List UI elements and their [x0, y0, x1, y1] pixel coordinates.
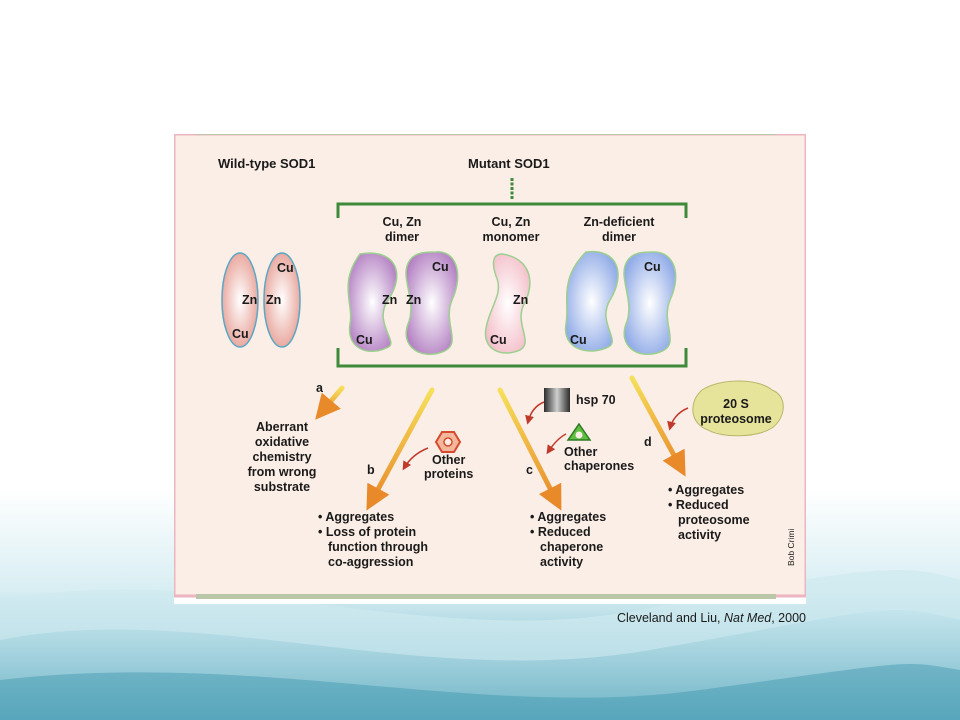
- cuzn-dimer-title-1: Cu, Zn: [383, 215, 422, 229]
- svg-text:activity: activity: [540, 555, 583, 569]
- arrow-a: [315, 385, 345, 420]
- cuzn-monomer: Zn Cu: [484, 253, 531, 354]
- proteosome-label-1: 20 S: [723, 397, 749, 411]
- svg-text:oxidative: oxidative: [255, 435, 309, 449]
- wt-zn-right: Zn: [266, 293, 281, 307]
- zndef-cu-bottom: Cu: [570, 333, 587, 347]
- panel-bottom-bar: [196, 594, 776, 599]
- sod1-diagram: Wild-type SOD1 Mutant SOD1 Cu, Zn dimer …: [174, 134, 806, 599]
- wt-zn-left: Zn: [242, 293, 257, 307]
- citation: Cleveland and Liu, Nat Med, 2000: [560, 611, 806, 625]
- svg-text:chaperone: chaperone: [540, 540, 603, 554]
- mutant-heading: Mutant SOD1: [468, 156, 550, 171]
- pathway-a-outcome: Aberrant oxidative chemistry from wrong …: [248, 420, 317, 494]
- pathway-arrows: [315, 375, 686, 511]
- artist-credit: Bob Crimi: [786, 529, 796, 566]
- proteosome-label-2: proteosome: [700, 412, 772, 426]
- svg-text:function through: function through: [328, 540, 428, 554]
- citation-authors: Cleveland and Liu,: [616, 611, 724, 625]
- cuzn-dimer-title-2: dimer: [385, 230, 419, 244]
- dimer-cu-top: Cu: [432, 260, 449, 274]
- svg-text:activity: activity: [678, 528, 721, 542]
- cuzn-dimer: Cu Zn Zn Cu: [347, 251, 459, 355]
- proteosome-blob: [692, 380, 784, 437]
- arrow-c: [497, 387, 562, 511]
- pathway-b-outcome: • Aggregates • Loss of protein function …: [318, 510, 428, 569]
- svg-text:substrate: substrate: [254, 480, 310, 494]
- panel-top-bar: [196, 134, 776, 135]
- proteosome-inhibit-arrow: [667, 407, 689, 431]
- monomer-cu: Cu: [490, 333, 507, 347]
- arrow-b: [366, 387, 435, 511]
- zn-deficient-title-1: Zn-deficient: [584, 215, 656, 229]
- dimer-zn-right: Zn: [406, 293, 421, 307]
- chaperone-icon: [566, 422, 592, 441]
- svg-text:chemistry: chemistry: [252, 450, 311, 464]
- other-chaperones-label-2: chaperones: [564, 459, 634, 473]
- svg-text:Aberrant: Aberrant: [256, 420, 309, 434]
- hsp70-label: hsp 70: [576, 393, 616, 407]
- citation-journal: Nat Med: [723, 611, 772, 625]
- wild-type-sod1-dimer: Cu Zn Zn Cu: [221, 252, 301, 348]
- zn-deficient-dimer: Cu Cu: [564, 250, 677, 355]
- mutant-bracket: [336, 178, 688, 368]
- svg-text:• Reduced: • Reduced: [530, 525, 591, 539]
- hsp70-inhibit-arrow: [525, 401, 545, 425]
- cuzn-monomer-title-1: Cu, Zn: [492, 215, 531, 229]
- cuzn-monomer-title-2: monomer: [483, 230, 540, 244]
- svg-text:• Reduced: • Reduced: [668, 498, 729, 512]
- sod1-figure: Wild-type SOD1 Mutant SOD1 Cu, Zn dimer …: [174, 134, 806, 604]
- other-proteins-icon: [434, 431, 462, 453]
- other-proteins-inhibit-arrow: [402, 447, 429, 471]
- svg-text:from wrong: from wrong: [248, 465, 317, 479]
- pathway-c-outcome: • Aggregates • Reduced chaperone activit…: [530, 510, 606, 569]
- pathway-d-letter: d: [644, 435, 652, 449]
- chaperone-inhibit-arrow: [546, 433, 567, 455]
- other-proteins-label-2: proteins: [424, 467, 473, 481]
- wt-cu-right: Cu: [277, 261, 294, 275]
- wave-mid: [0, 610, 960, 720]
- svg-text:proteosome: proteosome: [678, 513, 750, 527]
- svg-text:co-aggression: co-aggression: [328, 555, 413, 569]
- pathway-b-letter: b: [367, 463, 375, 477]
- arrow-d: [629, 375, 686, 477]
- svg-text:• Loss of protein: • Loss of protein: [318, 525, 416, 539]
- monomer-zn: Zn: [513, 293, 528, 307]
- zndef-cu-top: Cu: [644, 260, 661, 274]
- wild-type-heading: Wild-type SOD1: [218, 156, 315, 171]
- wave-front: [0, 664, 960, 720]
- svg-text:• Aggregates: • Aggregates: [318, 510, 394, 524]
- svg-text:• Aggregates: • Aggregates: [530, 510, 606, 524]
- svg-text:• Aggregates: • Aggregates: [668, 483, 744, 497]
- pathway-d-outcome: • Aggregates • Reduced proteosome activi…: [668, 483, 750, 542]
- citation-year: , 2000: [771, 611, 806, 625]
- wt-cu-left: Cu: [232, 327, 249, 341]
- other-proteins-label-1: Other: [432, 453, 465, 467]
- pathway-a-letter: a: [316, 381, 324, 395]
- zn-deficient-title-2: dimer: [602, 230, 636, 244]
- pathway-c-letter: c: [526, 463, 533, 477]
- hsp70-icon: [544, 388, 570, 412]
- dimer-zn-left: Zn: [382, 293, 397, 307]
- dimer-cu-bottom: Cu: [356, 333, 373, 347]
- other-chaperones-label-1: Other: [564, 445, 597, 459]
